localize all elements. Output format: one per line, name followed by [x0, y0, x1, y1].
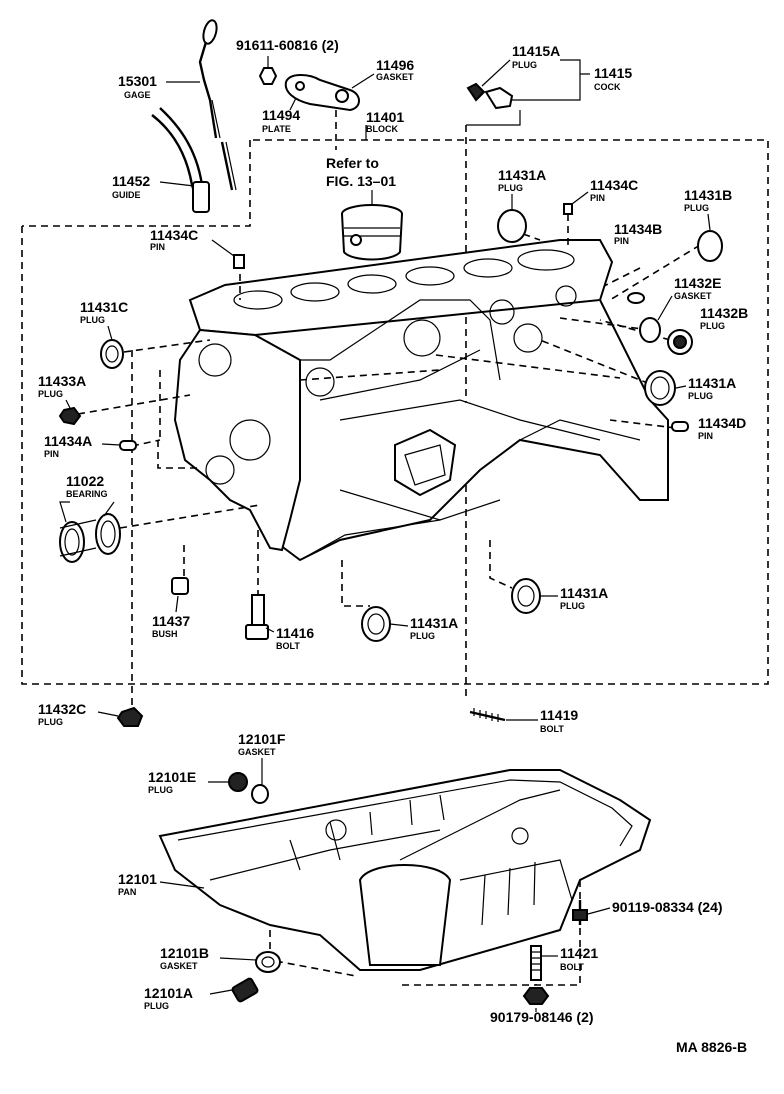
label-11432B-num: 11432B	[700, 305, 748, 321]
pan-small-parts	[228, 772, 588, 1005]
label-11434A-name: PIN	[44, 449, 59, 459]
cock-11415	[466, 82, 514, 110]
label-12101E-num: 12101E	[148, 769, 196, 785]
label-11434D-name: PIN	[698, 431, 713, 441]
label-12101F-name: GASKET	[238, 747, 276, 757]
label-11434C-left-num: 11434C	[150, 227, 198, 243]
label-11434B-num: 11434B	[614, 221, 662, 237]
label-11431A-br-name: PLUG	[560, 601, 585, 611]
label-11415A-name: PLUG	[512, 60, 537, 70]
label-11431C-name: PLUG	[80, 315, 105, 325]
label-11431B-num: 11431B	[684, 187, 732, 203]
label-11416-name: BOLT	[276, 641, 300, 651]
engine-block	[173, 239, 669, 562]
label-11431B-name: PLUG	[684, 203, 709, 213]
dipstick-guide	[151, 107, 210, 213]
label-11022-name: BEARING	[66, 489, 108, 499]
label-12101-num: 12101	[118, 871, 157, 887]
label-11415-num: 11415	[594, 65, 632, 81]
label-11401-name: BLOCK	[366, 124, 398, 134]
label-12101B-num: 12101B	[160, 945, 209, 961]
dipstick-gage	[198, 19, 237, 191]
label-11432E-num: 11432E	[674, 275, 722, 291]
label-11434A-num: 11434A	[44, 433, 92, 449]
label-11496-name: GASKET	[376, 72, 414, 82]
label-11416-num: 11416	[276, 625, 314, 641]
label-11431C-num: 11431C	[80, 299, 128, 315]
label-11434C-left-name: PIN	[150, 242, 165, 252]
label-11431A-top-num: 11431A	[498, 167, 546, 183]
label-11431A-right-num: 11431A	[688, 375, 736, 391]
label-11415A-num: 11415A	[512, 43, 560, 59]
piston	[341, 204, 403, 261]
label-11434C-right-name: PIN	[590, 193, 605, 203]
label-11433A-name: PLUG	[38, 389, 63, 399]
label-11401-num: 11401	[366, 109, 404, 125]
label-11437-name: BUSH	[152, 629, 178, 639]
label-11434C-right-num: 11434C	[590, 177, 638, 193]
label-15301-num: 15301	[118, 73, 157, 89]
label-11496-num: 11496	[376, 57, 414, 73]
label-11421-name: BOLT	[560, 962, 584, 972]
label-11432E-name: GASKET	[674, 291, 712, 301]
label-11431A-top-name: PLUG	[498, 183, 523, 193]
label-11432C-name: PLUG	[38, 717, 63, 727]
label-91611-num: 91611-60816 (2)	[236, 37, 339, 53]
label-group: Refer to FIG. 13–01 91611-60816 (2) 1530…	[38, 37, 748, 1055]
label-11415-name: COCK	[594, 82, 621, 92]
label-11419-num: 11419	[540, 707, 578, 723]
label-11494-num: 11494	[262, 107, 300, 123]
label-11434D-num: 11434D	[698, 415, 746, 431]
label-11431A-b-name: PLUG	[410, 631, 435, 641]
label-11419-name: BOLT	[540, 724, 564, 734]
label-11431A-br-num: 11431A	[560, 585, 608, 601]
label-90179-num: 90179-08146 (2)	[490, 1009, 594, 1025]
label-11431A-b-num: 11431A	[410, 615, 458, 631]
label-11494-name: PLATE	[262, 124, 291, 134]
label-12101A-name: PLUG	[144, 1001, 169, 1011]
label-11452-num: 11452	[112, 173, 150, 189]
nut-91611	[258, 67, 278, 85]
label-11431A-right-name: PLUG	[688, 391, 713, 401]
reference-line1: Refer to	[326, 155, 379, 171]
label-11434B-name: PIN	[614, 236, 629, 246]
block-boundary	[21, 110, 769, 700]
label-11452-name: GUIDE	[112, 190, 141, 200]
label-11433A-num: 11433A	[38, 373, 86, 389]
label-12101A-num: 12101A	[144, 985, 193, 1001]
label-12101E-name: PLUG	[148, 785, 173, 795]
label-11437-num: 11437	[152, 613, 190, 629]
label-11432C-num: 11432C	[38, 701, 86, 717]
catalog-code: MA 8826-B	[676, 1039, 747, 1055]
label-15301-name: GAGE	[124, 90, 151, 100]
label-12101-name: PAN	[118, 887, 136, 897]
label-12101B-name: GASKET	[160, 961, 198, 971]
reference-line2: FIG. 13–01	[326, 173, 396, 189]
label-11022-num: 11022	[66, 473, 104, 489]
label-90119-num: 90119-08334 (24)	[612, 899, 723, 915]
oil-pan	[158, 769, 652, 986]
plate-gasket	[284, 74, 360, 150]
label-11421-num: 11421	[560, 945, 598, 961]
small-parts	[58, 203, 723, 727]
label-12101F-num: 12101F	[238, 731, 286, 747]
label-11432B-name: PLUG	[700, 321, 725, 331]
